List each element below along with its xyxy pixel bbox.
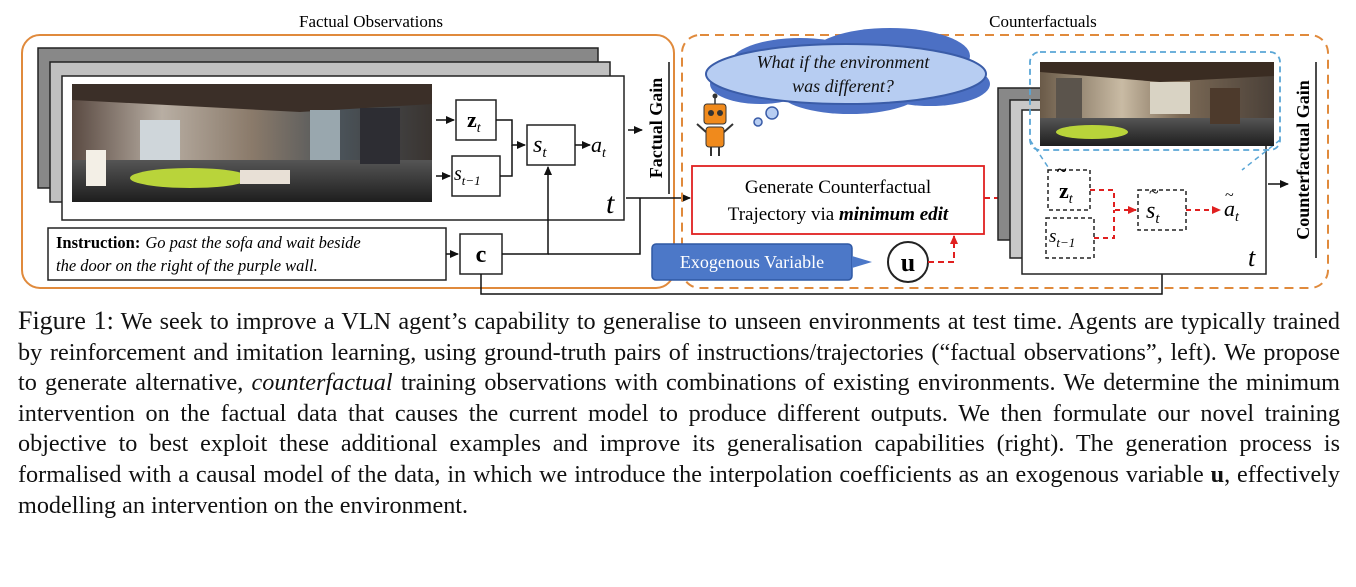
- robot-icon: [696, 93, 734, 156]
- exogenous-variable-label: Exogenous Variable: [680, 252, 824, 272]
- factual-panel-title: Factual Observations: [299, 12, 443, 31]
- cf-s-prev-node: [1045, 217, 1095, 259]
- svg-text:st: st: [1146, 198, 1160, 227]
- counterfactual-panel-frame: [681, 34, 1329, 289]
- instruction-line-2: the door on the right of the purple wall…: [56, 256, 318, 275]
- caption-bold-u: u: [1210, 460, 1225, 488]
- z-t-label: z: [467, 107, 477, 132]
- counterfactual-panorama-image: [1040, 62, 1274, 146]
- z-tilde-sub: t: [1069, 192, 1074, 207]
- z-to-s-arrow: [496, 119, 526, 149]
- instruction-bold-label: Instruction:: [56, 233, 140, 252]
- generate-counterfactual-box: [691, 165, 985, 235]
- svg-text:zt: zt: [1059, 178, 1074, 207]
- s-t-label: s: [533, 132, 542, 158]
- z-tilde-label: z: [1059, 178, 1069, 203]
- s-t-sub: t: [542, 145, 547, 161]
- thought-cloud: What if the environment was different?: [705, 28, 990, 127]
- svg-text:st−1: st−1: [454, 163, 481, 188]
- svg-text:at: at: [591, 132, 607, 161]
- factual-panel: Factual Observations zt st−1: [21, 12, 1166, 295]
- a-tilde-label: a: [1224, 196, 1235, 221]
- z-tilde-node: [1047, 169, 1091, 211]
- instruction-box: [47, 227, 447, 281]
- s-tilde-sub: t: [1155, 211, 1160, 227]
- s-tilde-label: s: [1146, 198, 1155, 224]
- caption-label: Figure 1:: [18, 306, 114, 335]
- generate-line-2-plain: Trajectory via: [728, 204, 839, 225]
- caption-text-3: , effectively modelling an intervention …: [18, 460, 1340, 519]
- factual-time-label: t: [606, 187, 615, 220]
- cf-s-prev-label: s: [1049, 226, 1056, 247]
- generate-line-2-bold: minimum edit: [839, 204, 949, 225]
- caption-text-2: training observations with combinations …: [18, 369, 1340, 488]
- a-tilde-sub: t: [1235, 210, 1240, 225]
- instruction-line-1: Go past the sofa and wait beside: [145, 233, 360, 252]
- svg-text:~: ~: [1225, 187, 1234, 204]
- thought-line-1: What if the environment: [757, 52, 931, 72]
- factual-panorama-image: [72, 84, 432, 202]
- c-label: c: [476, 242, 487, 268]
- thought-line-2: was different?: [792, 76, 894, 96]
- sprev-to-s-tilde-line: [1094, 210, 1115, 239]
- u-to-generate-arrow: [928, 235, 958, 263]
- counterfactual-panel: Counterfactuals What if the environment …: [651, 12, 1329, 289]
- c-node: [459, 233, 503, 275]
- svg-text:~: ~: [1149, 182, 1159, 202]
- caption-text-1: We seek to improve a VLN agent’s capabil…: [18, 308, 1340, 397]
- svg-text:st−1: st−1: [1049, 226, 1075, 250]
- c-to-generate-line: [548, 198, 641, 255]
- factual-gain-label: Factual Gain: [646, 78, 666, 179]
- counterfactual-gain-label: Counterfactual Gain: [1293, 80, 1313, 240]
- svg-text:Trajectory via minimum edit: Trajectory via minimum edit: [728, 204, 949, 225]
- sprev-to-s-arrow: [500, 145, 513, 177]
- svg-text:at: at: [1224, 196, 1240, 225]
- cf-s-prev-sub: t−1: [1056, 235, 1075, 250]
- a-t-label: a: [591, 132, 602, 157]
- counterfactual-panel-title: Counterfactuals: [989, 12, 1097, 31]
- a-t-sub: t: [602, 146, 607, 161]
- exogenous-pointer: [852, 256, 872, 268]
- z-t-sub: t: [477, 121, 482, 136]
- svg-text:zt: zt: [467, 107, 482, 136]
- svg-text:st: st: [533, 132, 547, 161]
- z-tilde-to-s-tilde-arrow: [1090, 189, 1137, 214]
- factual-panel-frame: [21, 34, 675, 289]
- s-prev-label: s: [454, 163, 462, 185]
- caption-italic: counterfactual: [251, 369, 393, 397]
- svg-text:~: ~: [1057, 160, 1067, 180]
- u-label: u: [901, 248, 915, 277]
- counterfactual-time-label: t: [1248, 243, 1256, 272]
- generate-line-1: Generate Counterfactual: [745, 177, 931, 198]
- cf-image-callout: [1029, 51, 1281, 151]
- figure-caption: Figure 1: We seek to improve a VLN agent…: [18, 306, 1340, 521]
- s-prev-sub: t−1: [462, 173, 481, 188]
- z-t-node: [455, 99, 497, 141]
- s-tilde-node: [1137, 189, 1187, 231]
- figure-1-diagram: Factual Observations zt st−1: [21, 12, 1329, 295]
- svg-text:Instruction:Go past the sofa a: Instruction: Go past the sofa and wait be…: [56, 233, 361, 252]
